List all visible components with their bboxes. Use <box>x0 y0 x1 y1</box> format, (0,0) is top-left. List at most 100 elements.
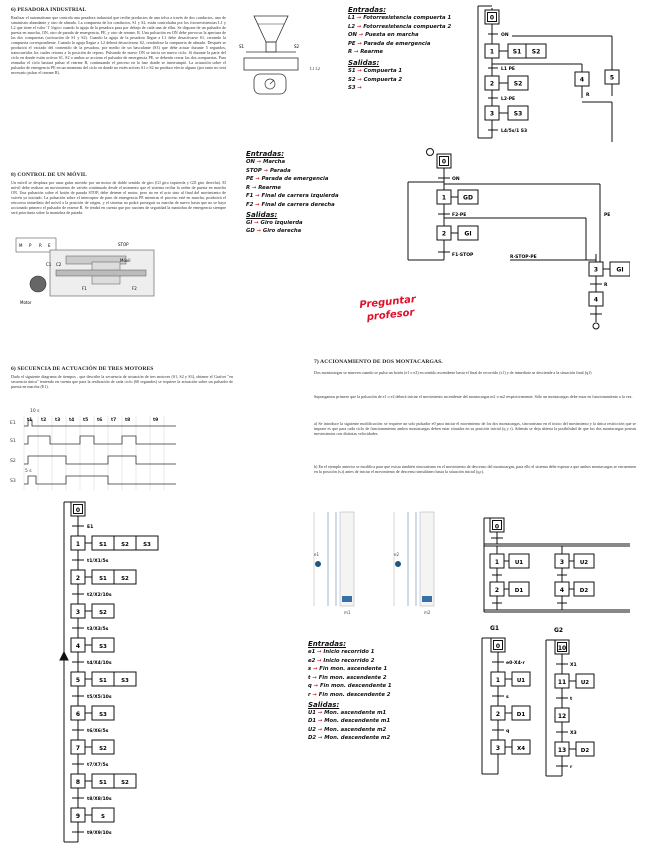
g8-t-on: ON <box>452 176 460 182</box>
grafcet-transition: X1 <box>570 662 577 668</box>
timing-10s: 10 s <box>30 408 40 414</box>
grafcet-action: D2 <box>581 748 590 754</box>
g6-step4: 4 <box>580 77 584 84</box>
sec6-outputs-heading: Salidas: <box>348 58 380 67</box>
sec6-output-key: S1 <box>348 67 356 74</box>
sec6-input-value: Puesta en marcha <box>365 32 419 39</box>
arrow-icon: → <box>310 674 319 681</box>
sec6-input-key: L1 <box>348 15 356 21</box>
sec7-outputs-heading: Salidas: <box>308 700 340 709</box>
g6b-action-box <box>113 569 137 585</box>
arrow-icon: → <box>356 32 366 39</box>
sec7-output-row: U2 → Mon. ascendente m2 <box>308 726 392 735</box>
sec7-output-value: Mon. ascendente m2 <box>324 726 387 733</box>
timing-mark-t2: t2 <box>41 417 46 423</box>
arrow-icon: → <box>254 159 264 165</box>
sec8-body: Un móvil se desplaza por unas guías movi… <box>11 180 226 215</box>
g6b-action: S2 <box>99 746 107 752</box>
g6-t-l1pe: L1 PE <box>501 66 515 72</box>
timing-s1: S1 <box>10 438 16 444</box>
g7top-action: D2 <box>580 588 589 594</box>
mobile-figure: M P R E Motor Móvil C1 C2 F1 F2 STOP <box>15 237 155 305</box>
g6b-action: S1 <box>99 678 107 684</box>
fig-s2-label: S2 <box>294 44 300 49</box>
g6b-action-box <box>91 637 115 653</box>
g6-t-on: ON <box>501 32 509 38</box>
arrow-icon: → <box>253 193 262 200</box>
timing-mark-t5: t5 <box>83 417 88 423</box>
g6b-step-number: 6 <box>76 711 80 718</box>
grafcet-step: 1 <box>496 677 500 684</box>
g6b-action: S3 <box>99 644 107 650</box>
grafcet-transition: X3 <box>570 730 577 736</box>
g6b-transition: t5/X5/10s <box>87 694 112 700</box>
sec6-grafcet: 0 1 2 3 4 5 S1 S2 S2 S3 ON L1 PE L2·PE L… <box>477 5 620 142</box>
g6b-action-box <box>91 807 115 823</box>
g8-step4: 4 <box>594 297 598 304</box>
hopper-figure: S1 S2 <box>239 15 300 95</box>
sec6-title: 6) PESADORA INDUSTRIAL <box>11 7 87 13</box>
arrow-icon: → <box>355 67 364 74</box>
sec7-p1: Dos montacargas se mueven cuando se puls… <box>314 370 592 375</box>
g6b-transition: t9/X9/10s <box>87 830 112 836</box>
g6-step2: 2 <box>490 81 494 88</box>
grafcet-transition: e0·X4·r <box>506 660 526 666</box>
g6b-transition: t4/X4/10s <box>87 660 112 666</box>
sec8-input-key: R <box>246 184 251 191</box>
timing-s2: S2 <box>10 458 16 464</box>
sec6-output-row: S1 → Compuerta 1 <box>348 67 451 76</box>
sec7-input-key: e2 <box>308 657 316 664</box>
sec8-input-row: PE → Parada de emergencia <box>246 175 339 184</box>
sec8-input-value: Parada de emergencia <box>261 176 329 183</box>
fig-c1-label: C1 <box>46 262 52 267</box>
g8-t-r: R <box>604 282 608 288</box>
sec6-output-row: S3 → <box>348 84 451 93</box>
fig-movil-label: Móvil <box>120 258 131 263</box>
sec6-input-key: PE <box>348 40 356 47</box>
sec7-input-row: e1 → Inicio recorrido 1 <box>308 648 392 657</box>
fig-photocells: L1 L2 <box>310 66 320 71</box>
arrow-icon: → <box>316 718 325 725</box>
g7top-action: D1 <box>515 588 524 594</box>
g8-act-gi: GI <box>464 231 471 238</box>
sec7-input-row: t → Fin mon. ascendente 2 <box>308 674 392 683</box>
sec7-input-value: Inicio recorrido 2 <box>323 657 375 664</box>
sec6-input-value: Fotorresistencia compuerta 1 <box>363 15 452 21</box>
arrow-icon: → <box>253 176 262 183</box>
g6b-action: S3 <box>121 678 129 684</box>
arrow-icon: → <box>316 735 325 742</box>
sec6-input-key: L2 <box>348 23 356 30</box>
g6b-transition: t8/X8/10s <box>87 796 112 802</box>
g6b-action: S2 <box>99 610 107 616</box>
sec7-output-key: D2 <box>308 735 317 742</box>
fig-m1-label: m1 <box>344 610 351 615</box>
grafcet-action: X4 <box>517 746 525 752</box>
arrow-icon: → <box>316 726 325 733</box>
timing-mark-t4: t4 <box>69 417 74 423</box>
sec6-input-key: ON <box>348 32 357 39</box>
sec8-input-value: Rearme <box>258 184 281 191</box>
g6b-transition: t1/X1/5s <box>87 558 109 564</box>
sec8-output-row: GD → Giro derecha <box>246 227 339 236</box>
sec6-input-key: R <box>348 49 353 56</box>
sec6-input-value: Fotorresistencia compuerta 2 <box>363 23 452 30</box>
sec8-input-value: Final de carrera izquierda <box>261 193 339 200</box>
arrow-icon: → <box>355 40 364 47</box>
g8-t-f1stop: F1·STOP <box>452 252 474 258</box>
g6b-step-number: 4 <box>76 643 80 650</box>
sec7-input-value: Fin mon. descendente 1 <box>319 683 392 690</box>
fig-m-label: M <box>19 243 23 248</box>
sec6-output-key: S2 <box>348 76 356 83</box>
arrow-icon: → <box>310 691 319 698</box>
sec6-output-row: S2 → Compuerta 2 <box>348 76 451 85</box>
g7top-action: U2 <box>580 560 588 566</box>
sec7-title: 7) ACCIONAMIENTO DE DOS MONTACARGAS. <box>314 359 443 365</box>
sec8-input-key: ON <box>246 159 255 165</box>
fig-l2-label: L2 <box>315 66 320 71</box>
g8-act-gi2: GI <box>616 267 623 274</box>
sec8-input-row: ON → Marcha <box>246 158 339 167</box>
